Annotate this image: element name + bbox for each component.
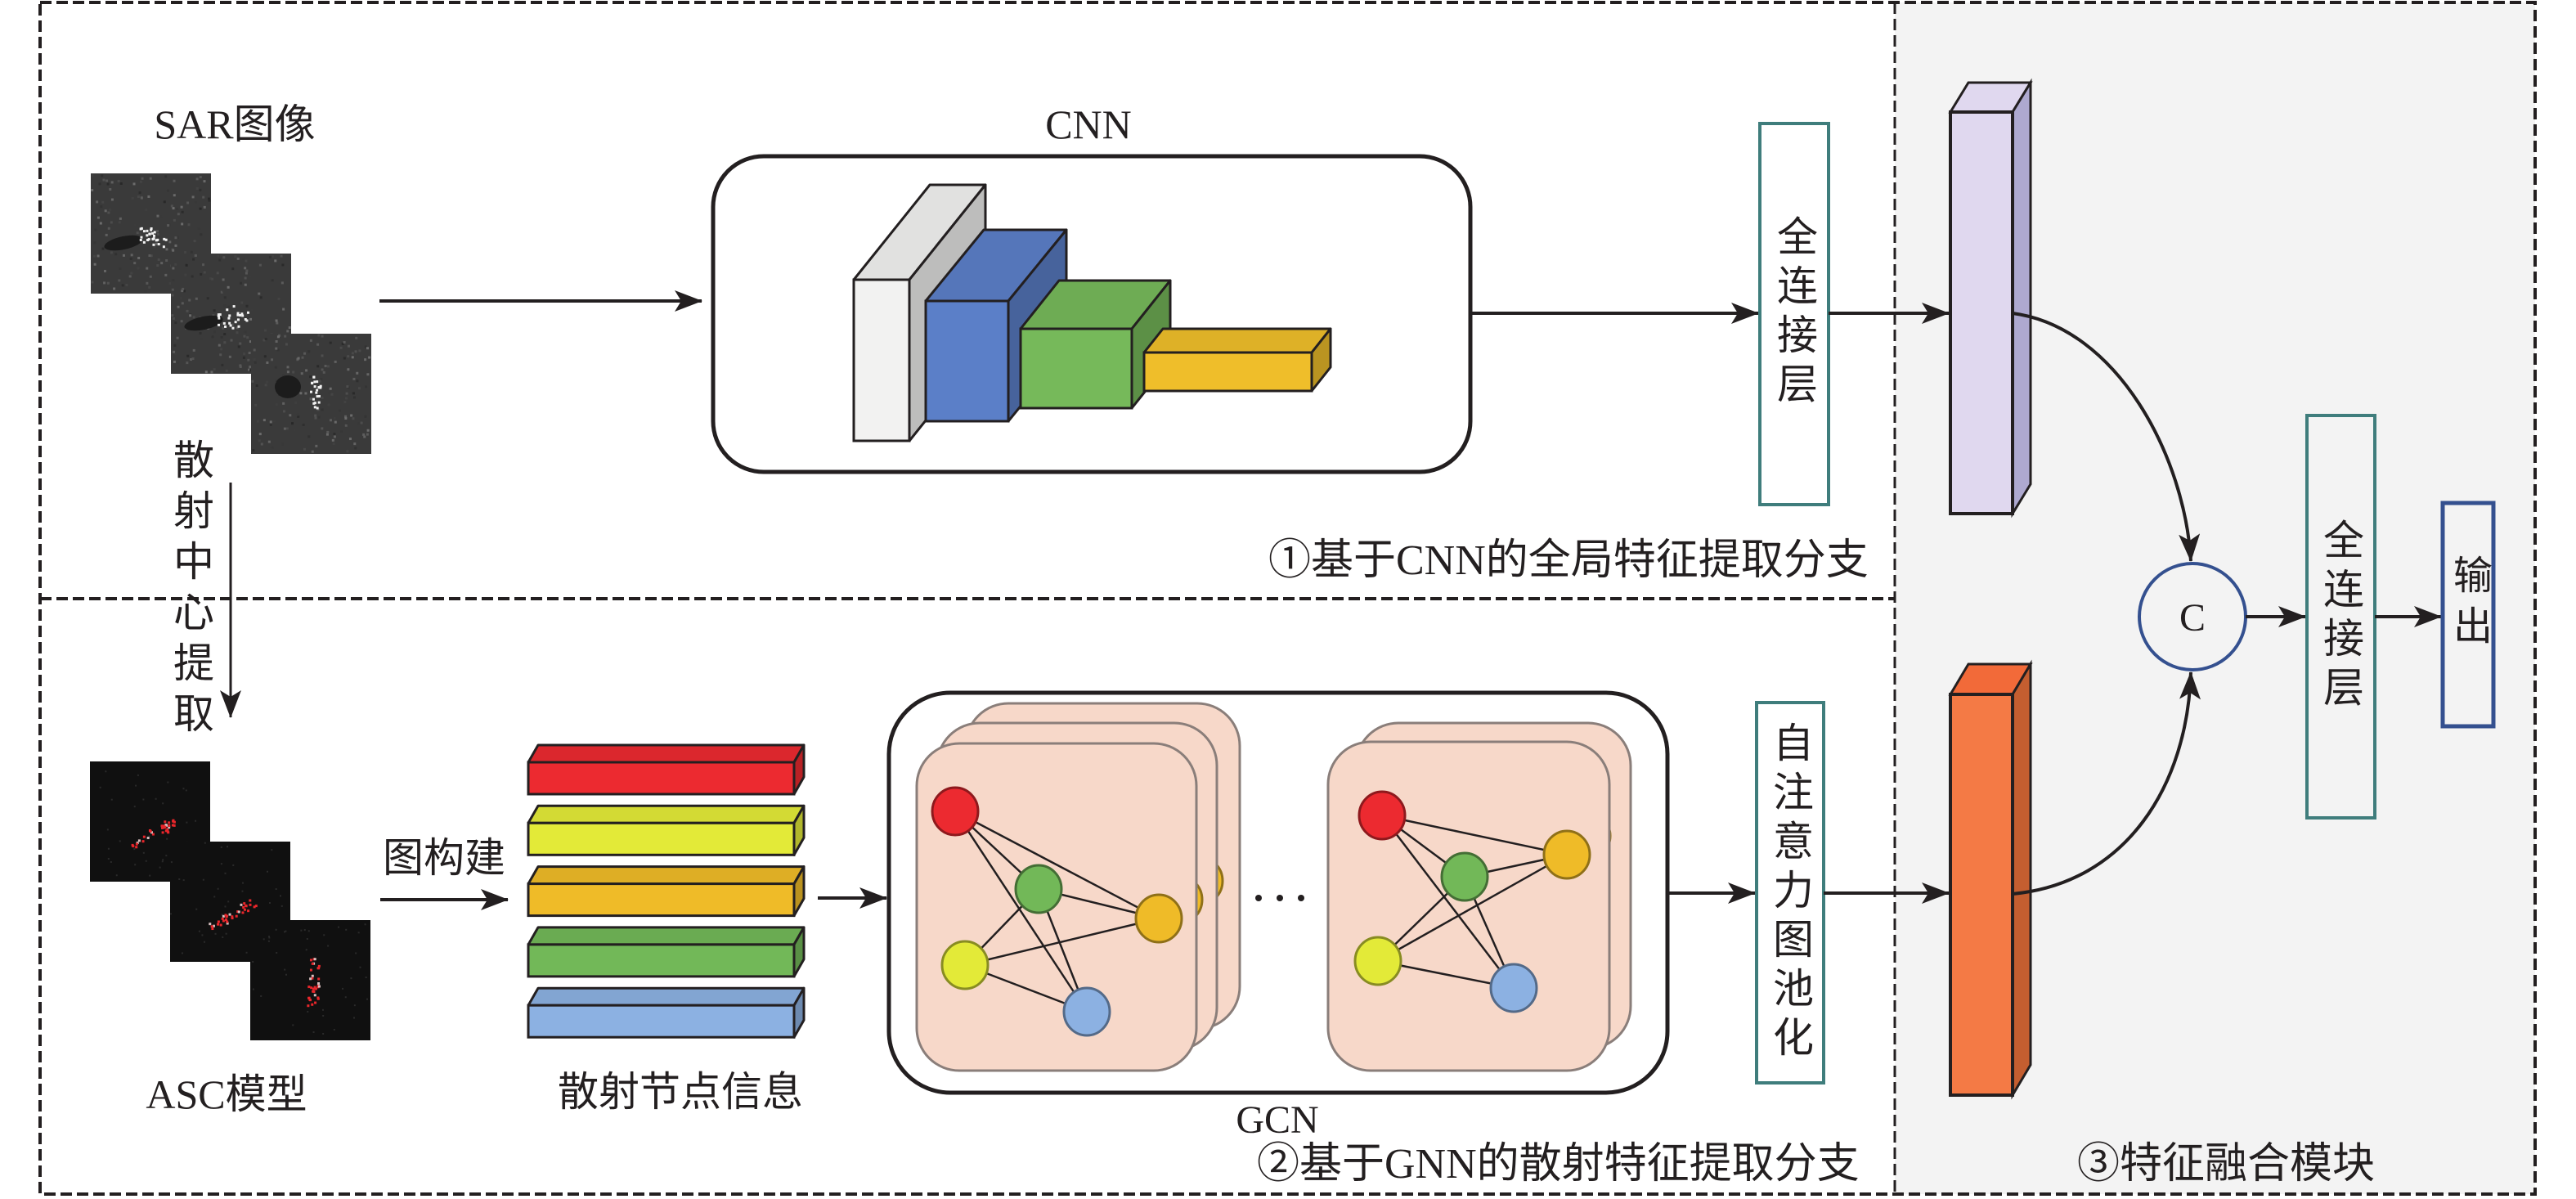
ellipsis-dot (1298, 895, 1304, 901)
cnn-layer-conv3 (1142, 327, 1332, 393)
ellipsis-dot (1255, 895, 1262, 901)
arrow-cnn-feature-to-concat (2012, 312, 2201, 562)
cnn-feature-vector (1948, 78, 2033, 519)
gcn-card-background (915, 742, 1198, 1072)
graph-edge-yellow-orange (1377, 853, 1568, 963)
sar-image-stack (91, 173, 371, 454)
gcn-graph-stacks (915, 702, 1632, 1072)
graph-edge-red-blue (1381, 815, 1515, 989)
gcn-layer-card-front (915, 742, 1198, 1072)
graph-node-blue (1062, 986, 1111, 1037)
fc-layer-box-branch1 (1758, 122, 1830, 506)
gcn-layer-card-front (1326, 740, 1611, 1072)
scatter-feature-bar (527, 986, 806, 1039)
branch3-title: ③特征融合模块 (2076, 1141, 2376, 1188)
gcn-label: GCN (1236, 1098, 1319, 1142)
graph-node-yellow (940, 940, 990, 990)
cnn-layer-blocks (852, 183, 1332, 442)
branch1-title: ①基于CNN的全局特征提取分支 (1268, 537, 1869, 584)
graph-edge-red-orange (954, 810, 1160, 920)
graph-node-red (1358, 790, 1407, 841)
graph-node-red (931, 786, 980, 837)
ellipsis-dot (1277, 895, 1283, 901)
concat-label: C (2179, 596, 2206, 640)
output-box (2440, 501, 2496, 729)
gnn-feature-vector (1948, 659, 2033, 1100)
graph-node-orange (1542, 829, 1591, 880)
scatter-center-extraction-label: 散射中心提取 (168, 438, 213, 743)
cnn-label: CNN (1045, 101, 1132, 147)
graph-node-orange (1134, 893, 1183, 944)
graph-edge-red-blue (954, 811, 1088, 1013)
fc-layer-label-fusion: 全连接层 (2318, 519, 2363, 715)
gcn-card-background (1326, 740, 1611, 1072)
cnn-layer-conv2 (1019, 279, 1172, 410)
scatter-feature-bar (527, 804, 806, 856)
graph-node-yellow (1353, 936, 1402, 986)
asc-image-stack (90, 761, 370, 1040)
sar-image (251, 334, 371, 454)
scatter-feature-bar (527, 865, 806, 918)
graph-edge-yellow-orange (964, 917, 1160, 967)
output-label: 输出 (2447, 555, 2490, 656)
branch2-title: ②基于GNN的散射特征提取分支 (1257, 1141, 1860, 1188)
self-attention-pool-label: 自注意力图池化 (1767, 721, 1813, 1065)
scatter-feature-bar (527, 926, 806, 978)
graph-node-green (1440, 851, 1489, 902)
self-attention-pool-box (1755, 701, 1825, 1084)
scatter-node-info-label: 散射节点信息 (558, 1069, 803, 1115)
fc-layer-box-fusion (2305, 414, 2376, 820)
cnn-layer-conv1 (924, 228, 1068, 423)
scatter-feature-bar (527, 743, 806, 796)
asc-model-label: ASC模型 (146, 1071, 307, 1117)
graph-node-blue (1489, 963, 1538, 1013)
graph-edge-red-orange (1381, 814, 1568, 856)
sar-image-label: SAR图像 (154, 101, 316, 147)
asc-image (250, 920, 370, 1040)
scatter-node-feature-bars (527, 743, 806, 1039)
graph-construction-label: 图构建 (383, 835, 505, 881)
graph-node-green (1014, 864, 1063, 914)
fc-layer-label-branch1: 全连接层 (1771, 215, 1817, 411)
arrow-gnn-feature-to-concat (2012, 671, 2201, 896)
